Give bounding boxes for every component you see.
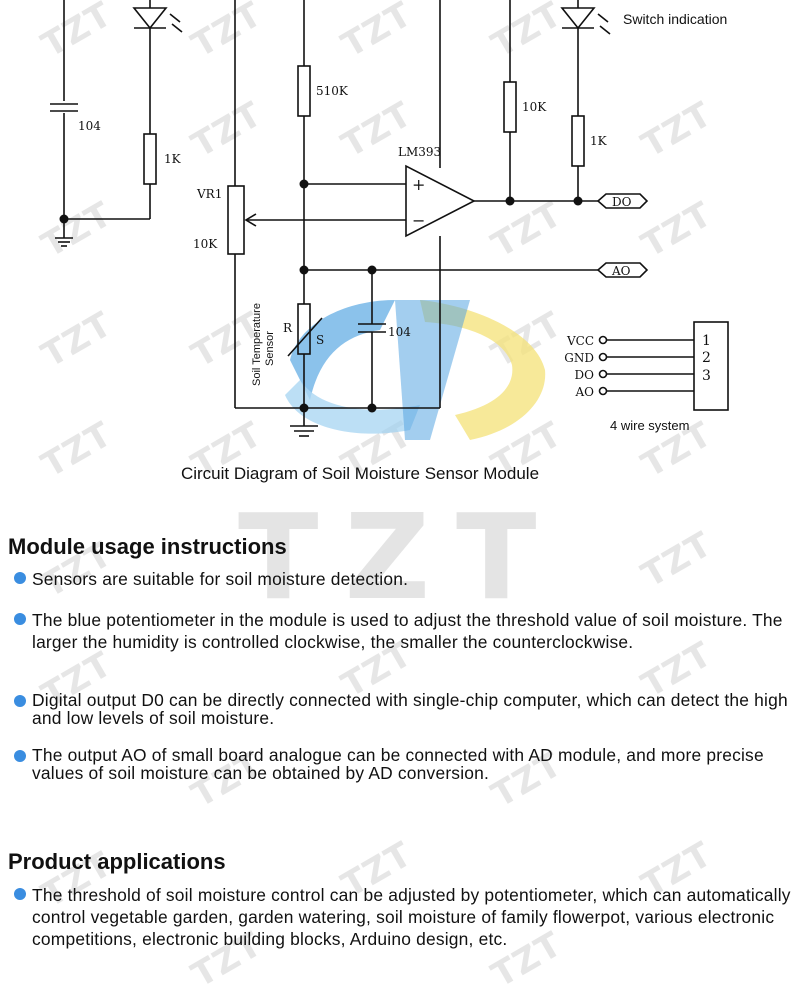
sensor-label-line1: Soil Temperature	[251, 303, 263, 386]
sensor-r-label: R	[283, 321, 293, 335]
brand-logo	[285, 300, 546, 440]
connector-number-1: 1	[702, 333, 711, 349]
opamp-minus: −	[412, 211, 425, 230]
connector-number-2: 2	[702, 350, 711, 366]
switch-indication-label: Switch indication	[623, 11, 727, 27]
c2-label: 104	[388, 325, 411, 339]
bullet-icon	[14, 750, 26, 762]
pin-do-label: DO	[575, 368, 595, 382]
bullet-icon	[14, 695, 26, 707]
r1-label: 1K	[164, 152, 182, 166]
sensor-label-line2: Sensor	[264, 331, 276, 366]
applications-item-text: The threshold of soil moisture control c…	[32, 885, 791, 949]
usage-item-text: Digital output D0 can be directly connec…	[32, 690, 788, 728]
usage-item-text: The output AO of small board analogue ca…	[32, 745, 764, 783]
usage-item: Digital output D0 can be directly connec…	[14, 691, 794, 727]
diagram-caption: Circuit Diagram of Soil Moisture Sensor …	[180, 464, 540, 483]
connector-number-3: 3	[702, 368, 711, 384]
pin-ao-label: AO	[574, 385, 594, 399]
bullet-icon	[14, 572, 26, 584]
chip-label: LM393	[398, 145, 441, 159]
vr1-label: VR1	[196, 187, 222, 201]
sensor-s-label: S	[316, 333, 324, 347]
c1-label: 104	[78, 119, 101, 133]
ao-tag-label: AO	[611, 264, 631, 278]
wire-system-label: 4 wire system	[610, 418, 689, 433]
vr1-value-label: 10K	[193, 237, 218, 251]
do-tag-label: DO	[612, 195, 632, 209]
usage-item-text: Sensors are suitable for soil moisture d…	[32, 569, 409, 589]
applications-item: The threshold of soil moisture control c…	[14, 884, 794, 950]
pin-vcc-label: VCC	[566, 334, 594, 348]
pin-gnd-label: GND	[564, 351, 594, 365]
opamp-plus: +	[412, 175, 425, 194]
applications-section-title: Product applications	[8, 849, 226, 874]
usage-item: The blue potentiometer in the module is …	[14, 609, 794, 653]
circuit-diagram: 104 1K VR1 10K 510K LM393 10K 1K + − DO …	[50, 0, 729, 440]
r510k-label: 510K	[316, 84, 349, 98]
usage-item-text: The blue potentiometer in the module is …	[32, 610, 783, 652]
r1k-b-label: 1K	[590, 134, 608, 148]
bullet-icon	[14, 613, 26, 625]
r10k-label: 10K	[522, 100, 547, 114]
big-watermark: TZT	[238, 488, 563, 626]
usage-item: Sensors are suitable for soil moisture d…	[14, 568, 794, 590]
bullet-icon	[14, 888, 26, 900]
usage-item: The output AO of small board analogue ca…	[14, 746, 794, 782]
usage-section-title: Module usage instructions	[8, 534, 287, 559]
